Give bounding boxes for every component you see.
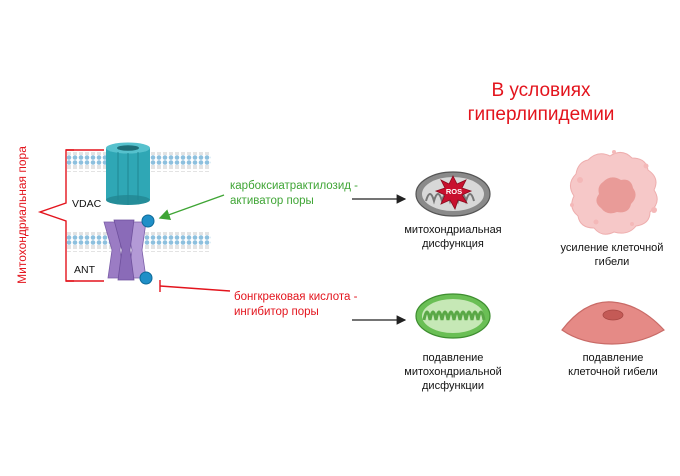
title-line-2: гиперлипидемии [468,104,615,125]
pore-bracket [37,149,104,282]
healthy-cell-icon [561,301,665,345]
ant-label: ANT [74,264,96,276]
cell-death-increase-line-2: гибели [595,256,630,268]
activator-line-1: карбоксиатрактилозид - [230,180,358,192]
suppression-line-1: подавление [423,352,484,364]
inhibitor-arrow [159,280,231,292]
suppression-line-2: митохондриальной [404,366,501,378]
title-line-1: В условиях [491,80,591,101]
suppression-line-3: дисфункции [422,380,484,392]
dysfunction-line-1: митохондриальная [404,224,501,236]
dying-cell-icon [570,150,658,235]
activator-arrow [158,194,225,220]
damaged-mitochondrion-icon [415,171,491,217]
pore-label: Митохондриальная пора [15,146,29,284]
cell-death-increase-line-1: усиление клеточной [561,242,664,254]
ant-transporter-icon [103,214,155,285]
ros-label: ROS [446,187,462,196]
dysfunction-line-2: дисфункция [422,238,484,250]
activator-line-2: активатор поры [230,195,314,207]
inhibitor-line-2: ингибитор поры [234,306,319,318]
vdac-label: VDAC [72,198,102,210]
cell-death-suppression-line-2: клеточной гибели [568,366,658,378]
vdac-channel-icon [106,142,150,205]
healthy-mitochondrion-icon [415,293,491,339]
inhibitor-line-1: бонгкрековая кислота - [234,291,358,303]
cell-death-suppression-line-1: подавление [583,352,644,364]
